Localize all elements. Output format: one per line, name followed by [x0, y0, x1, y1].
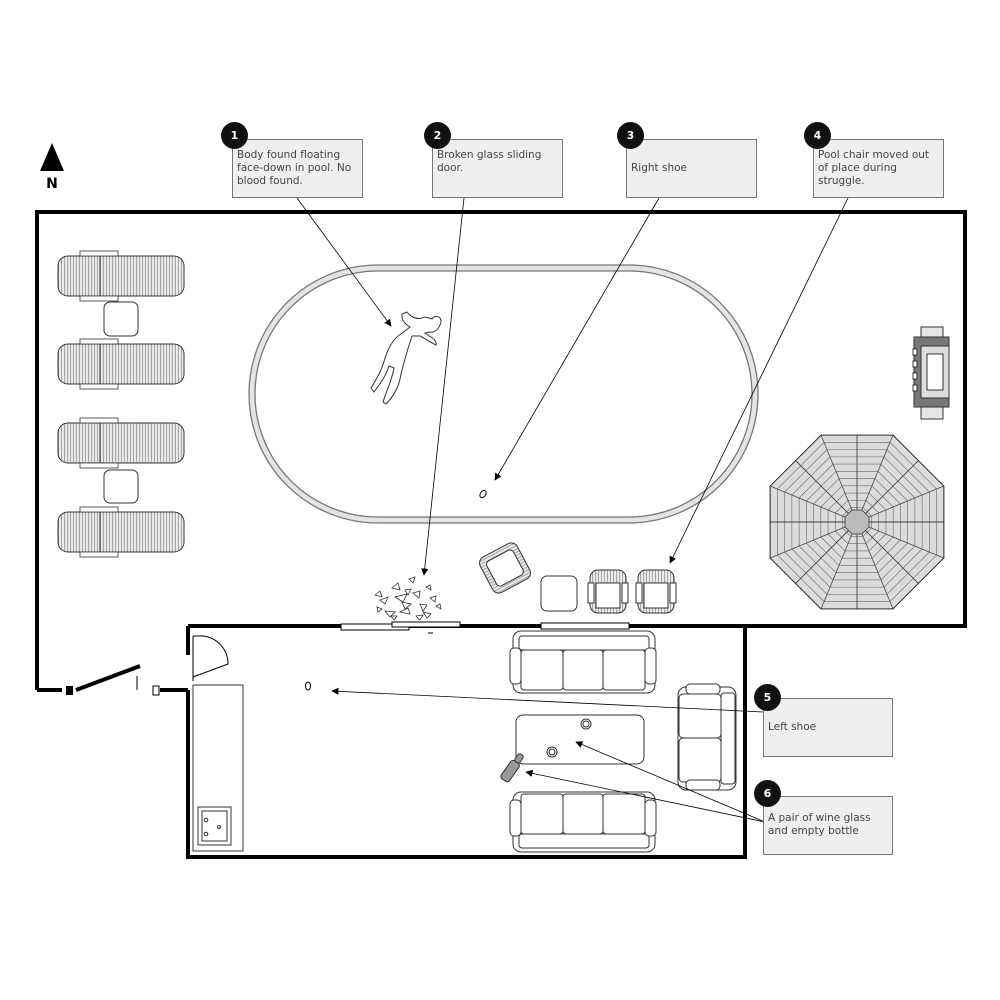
- loveseat-east[interactable]: [677, 683, 737, 791]
- patio-table: [540, 575, 578, 612]
- callout-text: Pool chair moved out of place during str…: [818, 149, 930, 187]
- callout-text: Broken glass sliding door.: [437, 149, 542, 174]
- leader-line-3: [494, 197, 660, 481]
- leader-lines: [296, 197, 849, 823]
- lounger[interactable]: [57, 417, 185, 469]
- leader-line-5: [331, 687, 764, 713]
- sliding-door-lounge[interactable]: [540, 622, 630, 630]
- entrance-gate[interactable]: [66, 664, 160, 696]
- kitchen-counter: [192, 684, 244, 852]
- lounger[interactable]: [57, 338, 185, 390]
- callout-badge: 1: [221, 122, 248, 149]
- callout-wine: A pair of wine glass and empty bottle: [763, 796, 893, 855]
- leader-line-1: [296, 197, 392, 327]
- callout-text: Body found floating face-down in pool. N…: [237, 149, 352, 187]
- broken-glass-shards: [374, 576, 442, 621]
- callout-badge: 6: [754, 780, 781, 807]
- callout-pool-chair: Pool chair moved out of place during str…: [813, 139, 944, 198]
- callout-text: A pair of wine glass and empty bottle: [768, 812, 871, 837]
- pool-chair[interactable]: [587, 569, 629, 614]
- house-door[interactable]: [192, 635, 229, 681]
- callout-badge: 4: [804, 122, 831, 149]
- callout-broken-glass: Broken glass sliding door.: [432, 139, 563, 198]
- sliding-glass-door[interactable]: [340, 621, 461, 634]
- callout-text: Left shoe: [768, 721, 817, 733]
- empty-wine-bottle: [500, 753, 524, 783]
- leader-line-6a: [575, 741, 766, 823]
- callout-badge: 2: [424, 122, 451, 149]
- swimming-pool: [248, 264, 759, 524]
- sofa-south[interactable]: [509, 791, 657, 853]
- barbecue-grill: [912, 326, 950, 420]
- side-tables: [103, 301, 139, 504]
- patio-umbrella: [769, 434, 945, 610]
- callout-right-shoe: Right shoe: [626, 139, 757, 198]
- callout-text: Right shoe: [631, 162, 687, 174]
- callout-body: Body found floating face-down in pool. N…: [232, 139, 363, 198]
- callout-left-shoe: Left shoe: [763, 698, 893, 757]
- right-shoe: [479, 489, 487, 499]
- north-arrow: N: [40, 143, 66, 193]
- leader-line-6b: [525, 769, 766, 823]
- north-arrow-icon: [40, 143, 64, 171]
- pool-chair[interactable]: [635, 569, 677, 614]
- pool-loungers[interactable]: [57, 250, 185, 558]
- body-outline: [370, 311, 442, 405]
- lounger[interactable]: [57, 250, 185, 302]
- north-label: N: [46, 176, 58, 192]
- sofa-north[interactable]: [509, 630, 657, 694]
- coffee-table: [515, 714, 645, 765]
- leader-line-2: [421, 197, 465, 576]
- moved-pool-chair[interactable]: [477, 540, 533, 595]
- wine-glasses: [546, 718, 592, 758]
- leader-line-4: [669, 197, 849, 564]
- lounger[interactable]: [57, 506, 185, 558]
- left-shoe: [304, 681, 312, 691]
- callout-badge: 3: [617, 122, 644, 149]
- callout-badge: 5: [754, 684, 781, 711]
